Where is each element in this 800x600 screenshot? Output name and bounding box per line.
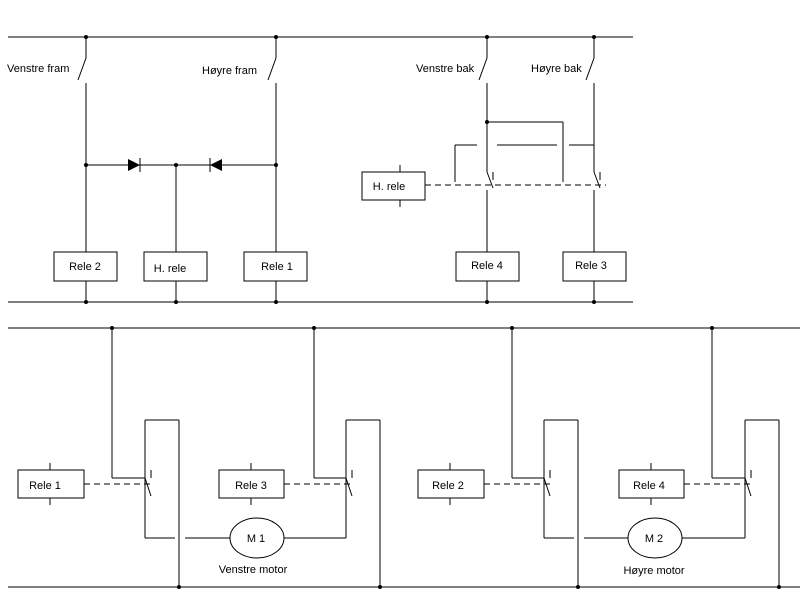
hoyre-bak-switch	[585, 57, 595, 81]
hoyre-bak-label: Høyre bak	[531, 63, 582, 75]
venstre-bak-relay-contact	[486, 171, 494, 189]
relay-rele-3: Rele 3	[562, 251, 627, 282]
hoyre-bak-branch	[585, 35, 601, 304]
hoyre-fram-switch	[267, 57, 277, 81]
venstre-bak-label: Venstre bak	[416, 63, 475, 75]
motor-1-circuit: Rele 1 Rele 3 M 1 Venstre motor	[17, 326, 382, 589]
hoyre-motor-label: Høyre motor	[623, 565, 684, 577]
relay-rele-1: Rele 1	[243, 251, 308, 282]
relay-label: Rele 2	[69, 261, 101, 273]
relay-rele-4-power: Rele 4	[618, 463, 685, 505]
venstre-bak-switch	[478, 57, 488, 81]
relay-label: H. rele	[154, 263, 186, 275]
power-circuit: Rele 1 Rele 3 M 1 Venstre motor	[8, 326, 800, 589]
relay-rele-3-power: Rele 3	[218, 463, 285, 505]
relay-rele-2: Rele 2	[53, 251, 118, 282]
relay-label: Rele 4	[471, 260, 503, 272]
rele2-contact	[543, 477, 551, 497]
relay-label: Rele 4	[633, 480, 665, 492]
diode-left	[128, 158, 141, 172]
rele4-contact	[744, 477, 752, 497]
control-circuit: Rele 2 H. rele Rele 1 H. rele Rele 4 Rel…	[7, 35, 633, 304]
diode-right	[209, 158, 222, 172]
hoyre-fram-label: Høyre fram	[202, 65, 257, 77]
venstre-motor-label: Venstre motor	[219, 564, 288, 576]
relay-h-rele: H. rele	[143, 251, 208, 282]
motor-label: M 1	[247, 533, 265, 545]
venstre-fram-branch	[77, 35, 88, 304]
diode-bridge	[84, 158, 278, 304]
venstre-fram-label: Venstre fram	[7, 63, 69, 75]
relay-label: Rele 2	[432, 480, 464, 492]
hoyre-fram-branch	[267, 35, 278, 304]
venstre-fram-switch	[77, 57, 87, 81]
motor-2-circuit: Rele 2 Rele 4 M 2 Høyre motor	[417, 326, 781, 589]
venstre-bak-branch	[478, 35, 494, 304]
relay-h-rele-rear: H. rele	[361, 171, 426, 201]
relay-rele-4: Rele 4	[455, 251, 520, 282]
rele1-contact	[144, 477, 152, 497]
relay-label: Rele 3	[235, 480, 267, 492]
relay-label: Rele 3	[575, 260, 607, 272]
motor-m2: M 2	[627, 517, 683, 559]
hoyre-bak-relay-contact	[593, 171, 601, 189]
motor-m1: M 1	[229, 517, 285, 559]
rele3-contact	[345, 477, 353, 497]
relay-rele-2-power: Rele 2	[417, 463, 485, 505]
relay-label: Rele 1	[29, 480, 61, 492]
relay-label: Rele 1	[261, 261, 293, 273]
relay-rele-1-power: Rele 1	[17, 463, 85, 505]
h-rele-bypass	[399, 121, 606, 207]
motor-label: M 2	[645, 533, 663, 545]
relay-label: H. rele	[373, 181, 405, 193]
